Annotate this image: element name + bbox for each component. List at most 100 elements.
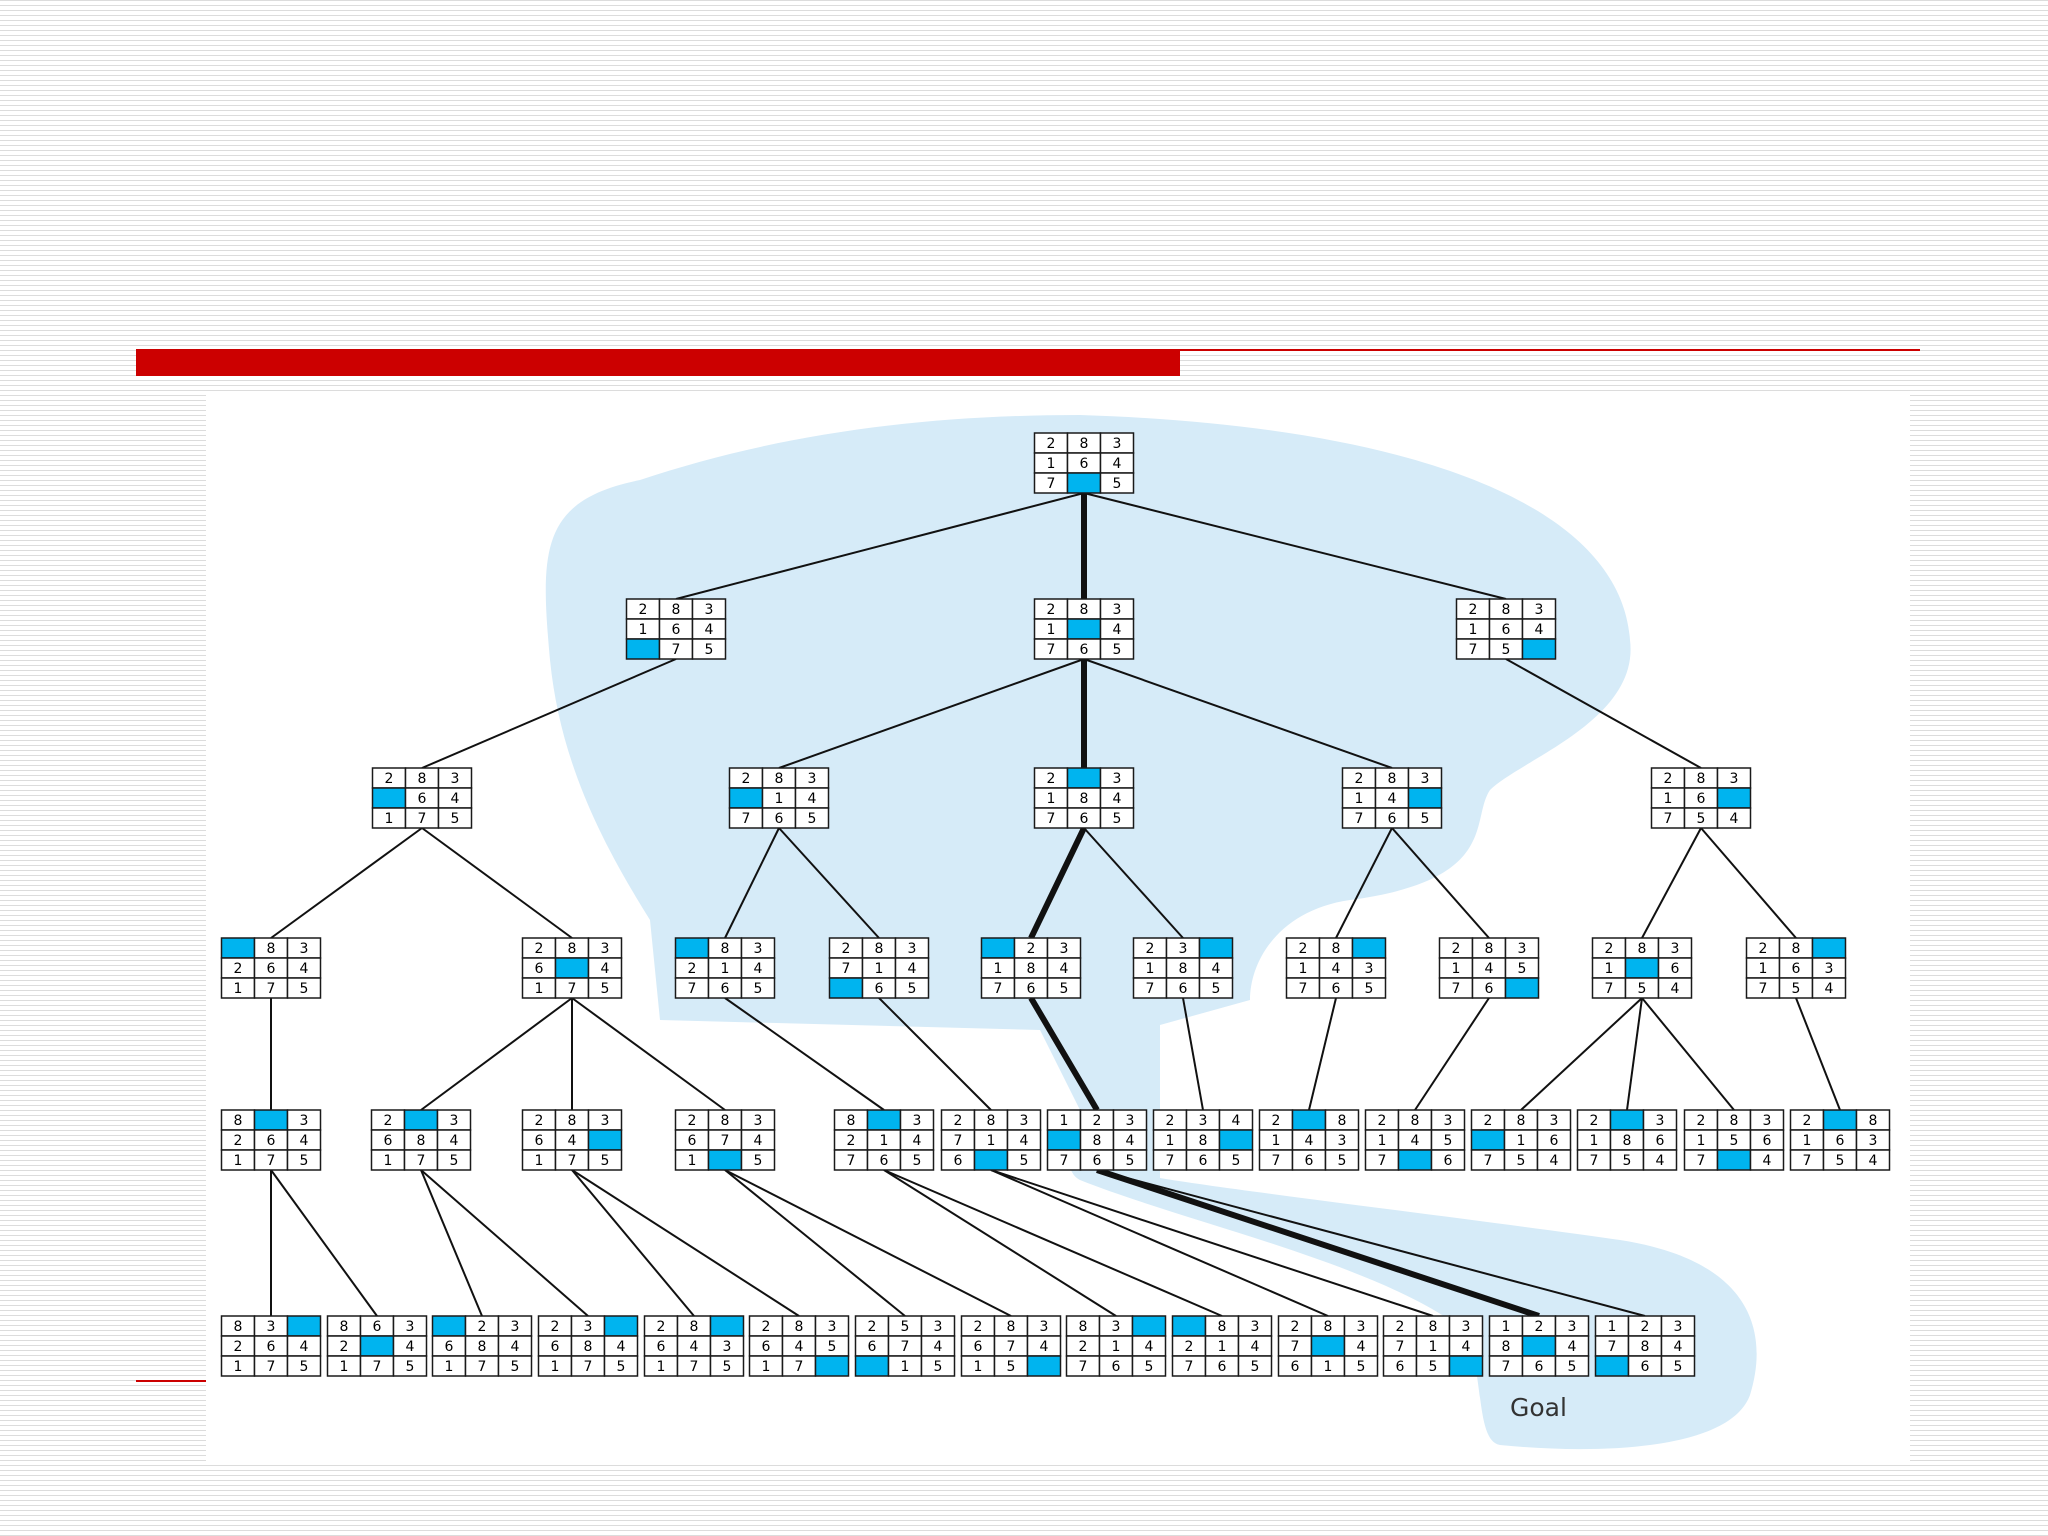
tile-number: 4 bbox=[913, 1133, 922, 1149]
tile-number: 6 bbox=[762, 1339, 771, 1355]
tile-number: 4 bbox=[754, 961, 763, 977]
tile-number: 8 bbox=[1517, 1113, 1526, 1129]
tile-number: 3 bbox=[828, 1319, 837, 1335]
tile-number: 8 bbox=[1080, 602, 1089, 618]
tile-number: 6 bbox=[721, 981, 730, 997]
tile-number: 5 bbox=[617, 1359, 626, 1375]
tile-number: 2 bbox=[1272, 1113, 1281, 1129]
tile-number: 7 bbox=[1759, 981, 1768, 997]
tile-number: 3 bbox=[754, 941, 763, 957]
tile-number: 4 bbox=[617, 1339, 626, 1355]
tile-number: 3 bbox=[1126, 1113, 1135, 1129]
tile-number: 6 bbox=[535, 961, 544, 977]
tile-number: 3 bbox=[1825, 961, 1834, 977]
tile-number: 8 bbox=[1641, 1339, 1650, 1355]
tile-number: 4 bbox=[1462, 1339, 1471, 1355]
tile-number: 6 bbox=[267, 1339, 276, 1355]
tile-number: 7 bbox=[688, 981, 697, 997]
puzzle-tile bbox=[920, 1355, 956, 1377]
tile-number: 2 bbox=[1185, 1339, 1194, 1355]
tile-number: 6 bbox=[384, 1133, 393, 1149]
tree-edge bbox=[270, 1169, 378, 1317]
blank-tile bbox=[359, 1335, 395, 1357]
tree-edge bbox=[990, 1169, 1329, 1317]
tile-number: 2 bbox=[974, 1319, 983, 1335]
tile-number: 2 bbox=[1535, 1319, 1544, 1335]
tile-number: 8 bbox=[1007, 1319, 1016, 1335]
tile-number: 8 bbox=[1623, 1133, 1632, 1149]
tree-edge bbox=[571, 1169, 695, 1317]
tile-number: 5 bbox=[1502, 642, 1511, 658]
tile-number: 8 bbox=[418, 771, 427, 787]
tile-number: 2 bbox=[1759, 941, 1768, 957]
tile-number: 3 bbox=[1763, 1113, 1772, 1129]
puzzle-tile bbox=[1642, 1149, 1678, 1171]
tile-number: 6 bbox=[657, 1339, 666, 1355]
tile-number: 7 bbox=[1079, 1359, 1088, 1375]
tile-number: 1 bbox=[639, 622, 648, 638]
tile-number: 1 bbox=[1272, 1133, 1281, 1149]
tile-number: 4 bbox=[1411, 1133, 1420, 1149]
tree-edge bbox=[1700, 827, 1797, 939]
blank-tile bbox=[1066, 472, 1102, 494]
blank-tile bbox=[1716, 787, 1752, 809]
tile-number: 8 bbox=[1730, 1113, 1739, 1129]
tile-number: 8 bbox=[1179, 961, 1188, 977]
blank-tile bbox=[371, 787, 407, 809]
tile-number: 6 bbox=[880, 1153, 889, 1169]
tile-number: 2 bbox=[1605, 941, 1614, 957]
tile-number: 4 bbox=[601, 961, 610, 977]
tile-number: 3 bbox=[1421, 771, 1430, 787]
tile-number: 1 bbox=[1166, 1133, 1175, 1149]
tile-number: 8 bbox=[1502, 1339, 1511, 1355]
tile-number: 5 bbox=[1113, 476, 1122, 492]
tile-number: 3 bbox=[1020, 1113, 1029, 1129]
tile-number: 4 bbox=[300, 1133, 309, 1149]
tile-number: 6 bbox=[418, 791, 427, 807]
tile-number: 2 bbox=[688, 1113, 697, 1129]
puzzle-tile bbox=[1536, 1149, 1572, 1171]
tile-number: 3 bbox=[300, 1113, 309, 1129]
tile-number: 5 bbox=[1357, 1359, 1366, 1375]
tree-edge bbox=[1083, 658, 1393, 769]
tile-number: 2 bbox=[385, 771, 394, 787]
blank-tile bbox=[728, 787, 764, 809]
puzzle-tile bbox=[1198, 977, 1234, 999]
puzzle-tile bbox=[497, 1355, 533, 1377]
tree-edge bbox=[421, 658, 677, 769]
tile-number: 1 bbox=[1590, 1133, 1599, 1149]
tile-number: 7 bbox=[1590, 1153, 1599, 1169]
tile-number: 7 bbox=[721, 1133, 730, 1149]
tile-number: 3 bbox=[723, 1339, 732, 1355]
tile-number: 3 bbox=[808, 771, 817, 787]
blank-tile bbox=[1131, 1315, 1167, 1337]
tile-number: 1 bbox=[657, 1359, 666, 1375]
tile-number: 1 bbox=[1047, 791, 1056, 807]
tile-number: 5 bbox=[1020, 1153, 1029, 1169]
tile-number: 3 bbox=[1671, 941, 1680, 957]
tile-number: 2 bbox=[1355, 771, 1364, 787]
blank-tile bbox=[709, 1315, 745, 1337]
tile-number: 8 bbox=[1429, 1319, 1438, 1335]
blank-tile bbox=[973, 1149, 1009, 1171]
tile-number: 5 bbox=[300, 1359, 309, 1375]
tile-number: 7 bbox=[1185, 1359, 1194, 1375]
tile-number: 8 bbox=[568, 1113, 577, 1129]
goal-label: Goal bbox=[1510, 1393, 1567, 1422]
tile-number: 2 bbox=[847, 1133, 856, 1149]
puzzle-tile bbox=[286, 1149, 322, 1171]
blank-tile bbox=[1291, 1109, 1327, 1131]
blank-tile bbox=[220, 937, 256, 959]
tile-number: 5 bbox=[1338, 1153, 1347, 1169]
